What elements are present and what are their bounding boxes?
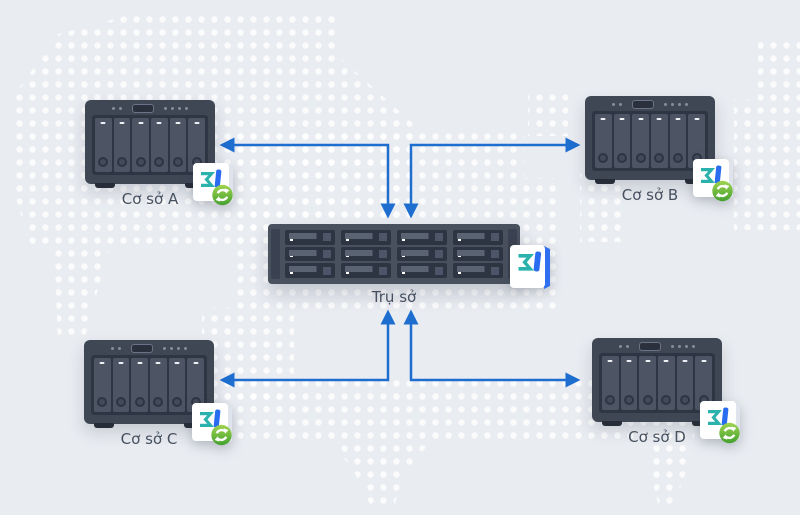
drive-tray (397, 263, 447, 278)
branch-label-a: Cơ sở A (121, 190, 179, 208)
drive-bay (613, 114, 631, 168)
drive-bay (688, 114, 706, 168)
drive-tray (285, 263, 335, 278)
drive-tray (285, 230, 335, 245)
nas-device-d (592, 338, 722, 426)
drive-tray (453, 246, 503, 262)
branch-node-a: Cơ sở A (85, 100, 245, 250)
drive-bay (150, 358, 167, 412)
drive-bay (131, 358, 149, 412)
nas-drive-bays (599, 353, 715, 413)
sync-arrow-branch-a-hq (219, 137, 396, 219)
led (185, 107, 188, 110)
drive-tray (285, 246, 335, 262)
drive-bay (595, 114, 612, 168)
hq-rackstation (268, 224, 520, 284)
led (119, 107, 122, 110)
sync-arrow-branch-c-hq (219, 309, 396, 388)
drive-bay (112, 358, 130, 412)
drive-bay (188, 118, 206, 172)
branch-label-b: Cơ sở B (621, 186, 679, 204)
led (177, 347, 180, 350)
led (163, 347, 166, 350)
led (171, 107, 174, 110)
drive-bay (695, 356, 713, 410)
nas-drive-bays (92, 115, 208, 175)
synology-drive-icon (508, 241, 552, 293)
branch-label-d: Cơ sở D (628, 428, 686, 446)
nas-drive-bays (91, 355, 207, 415)
drive-bay (632, 114, 650, 168)
nas-foot (602, 421, 622, 426)
drive-tray (341, 263, 391, 278)
drive-bay (132, 118, 150, 172)
sync-arrow-branch-b-hq (403, 137, 581, 219)
led (184, 347, 187, 350)
nas-device-a (85, 100, 215, 188)
hq-label: Trụ sở (371, 288, 417, 306)
nas-status-leds (592, 342, 722, 351)
rack-ear (271, 229, 280, 279)
branch-node-c: Cơ sở C (84, 340, 244, 490)
nas-status-leds (85, 104, 215, 113)
nas-drive-bays (592, 111, 708, 171)
drive-bay (651, 114, 668, 168)
led (692, 345, 695, 348)
drive-bay (151, 118, 168, 172)
drive-tray (453, 230, 503, 245)
nas-foot (95, 183, 115, 188)
drive-bay (676, 356, 694, 410)
led (671, 103, 674, 106)
nas-status-leds (84, 344, 214, 353)
branch-node-d: Cơ sở D (592, 338, 752, 488)
drive-bay (669, 114, 687, 168)
branch-node-b: Cơ sở B (585, 96, 745, 246)
drive-bay (187, 358, 205, 412)
drive-tray (341, 230, 391, 245)
drive-bay (602, 356, 619, 410)
nas-foot (595, 179, 615, 184)
drive-bay (95, 118, 112, 172)
drive-bay (658, 356, 675, 410)
nas-status-leds (585, 100, 715, 109)
branch-label-c: Cơ sở C (120, 430, 178, 448)
led (612, 103, 615, 106)
nas-foot (94, 423, 114, 428)
led (619, 345, 622, 348)
drive-bay (94, 358, 111, 412)
led (118, 347, 121, 350)
rack-drive-trays (285, 230, 503, 278)
drive-bay (169, 118, 187, 172)
led (678, 103, 681, 106)
drive-bay (113, 118, 131, 172)
led (178, 107, 181, 110)
led (111, 347, 114, 350)
power-button (132, 104, 154, 113)
drive-tray (453, 263, 503, 278)
led (685, 103, 688, 106)
led (619, 103, 622, 106)
drive-tray (397, 230, 447, 245)
drive-bay (168, 358, 186, 412)
led (678, 345, 681, 348)
power-button (639, 342, 661, 351)
led (671, 345, 674, 348)
led (685, 345, 688, 348)
drive-tray (341, 246, 391, 262)
power-button (131, 344, 153, 353)
led (170, 347, 173, 350)
led (626, 345, 629, 348)
led (664, 103, 667, 106)
sync-arrow-branch-d-hq (403, 309, 581, 388)
drive-tray (397, 246, 447, 262)
led (112, 107, 115, 110)
led (164, 107, 167, 110)
drive-bay (620, 356, 638, 410)
drive-bay (639, 356, 657, 410)
power-button (632, 100, 654, 109)
